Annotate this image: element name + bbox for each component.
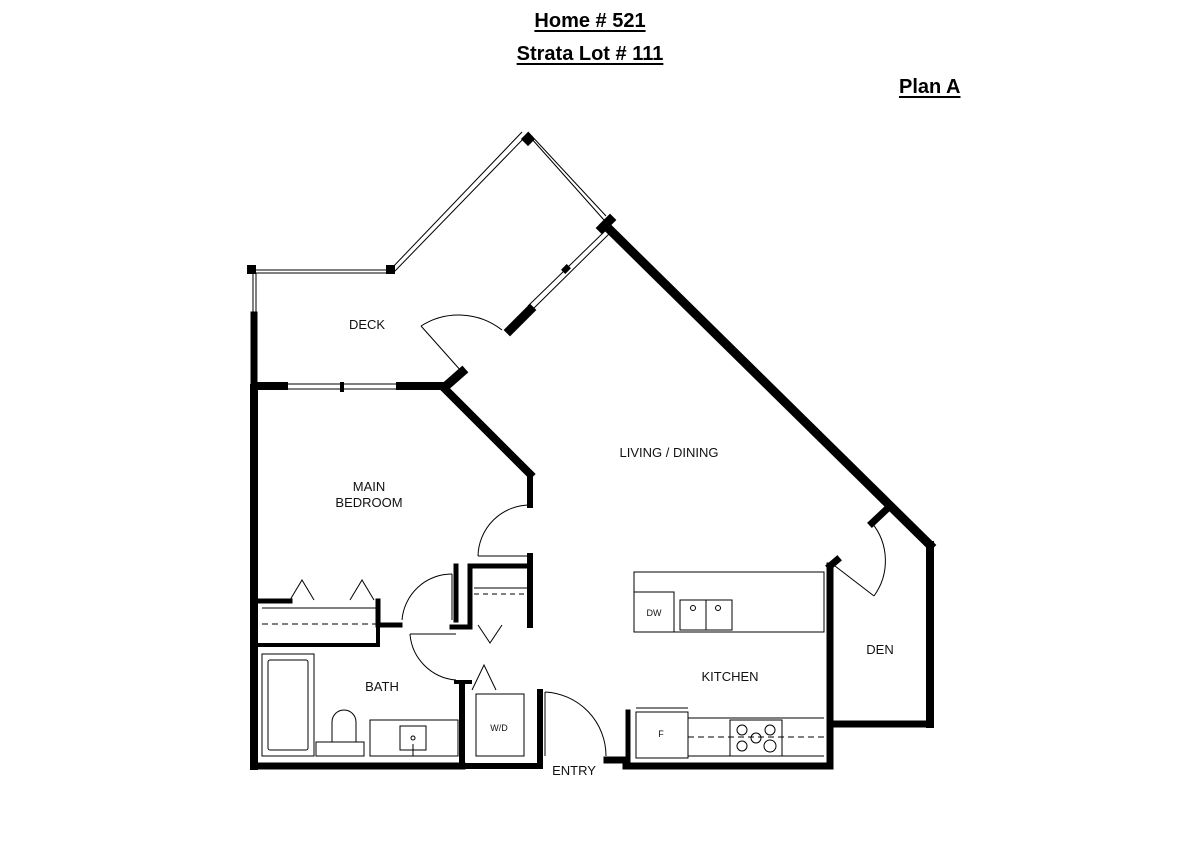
bath-door-swing-upper <box>401 573 453 621</box>
room-label-den: DEN <box>866 642 893 657</box>
deck-railing-right <box>527 131 607 217</box>
dishwasher-label: DW <box>647 608 662 618</box>
room-label-entry: ENTRY <box>552 763 596 778</box>
room-label-kitchen: KITCHEN <box>701 669 758 684</box>
room-label-main-bedroom-1: MAIN <box>353 479 386 494</box>
dishwasher <box>633 591 675 633</box>
washer-dryer-label: W/D <box>490 723 508 733</box>
plan-label: Plan A <box>899 76 961 98</box>
thin-lines <box>252 131 610 390</box>
room-labels: DECK LIVING / DINING MAIN BEDROOM BATH K… <box>335 317 893 778</box>
washer-dryer <box>475 693 525 757</box>
railing-posts <box>247 131 571 392</box>
range <box>729 719 783 757</box>
room-label-main-bedroom-2: BEDROOM <box>335 495 402 510</box>
den-door-swing <box>871 522 886 597</box>
bath-door-swing-lower <box>409 633 457 681</box>
deck-door-swing <box>420 314 503 331</box>
kitchen-island <box>633 571 825 633</box>
vanity <box>369 719 459 757</box>
fridge <box>635 711 689 759</box>
room-label-deck: DECK <box>349 317 385 332</box>
strata-lot-title: Strata Lot # 111 <box>516 43 664 65</box>
fridge-label: F <box>658 729 664 739</box>
kitchen-fixtures <box>633 571 825 759</box>
bedroom-diagonal-wall <box>440 384 536 480</box>
toilet <box>331 709 357 743</box>
entry-door-swing <box>544 691 607 757</box>
walls <box>250 213 937 770</box>
room-label-living-dining: LIVING / DINING <box>620 445 719 460</box>
bath-fixtures <box>261 653 459 757</box>
bathtub <box>261 653 315 757</box>
slider-pier-bottom <box>503 303 537 337</box>
door-swings <box>262 314 886 757</box>
bedroom-door-swing <box>477 504 531 557</box>
den-partition <box>867 503 893 528</box>
home-number-title: Home # 521 <box>534 10 646 32</box>
room-label-bath: BATH <box>365 679 399 694</box>
deck-railing-diagonal <box>389 131 523 271</box>
diagonal-exterior-wall <box>598 218 937 552</box>
